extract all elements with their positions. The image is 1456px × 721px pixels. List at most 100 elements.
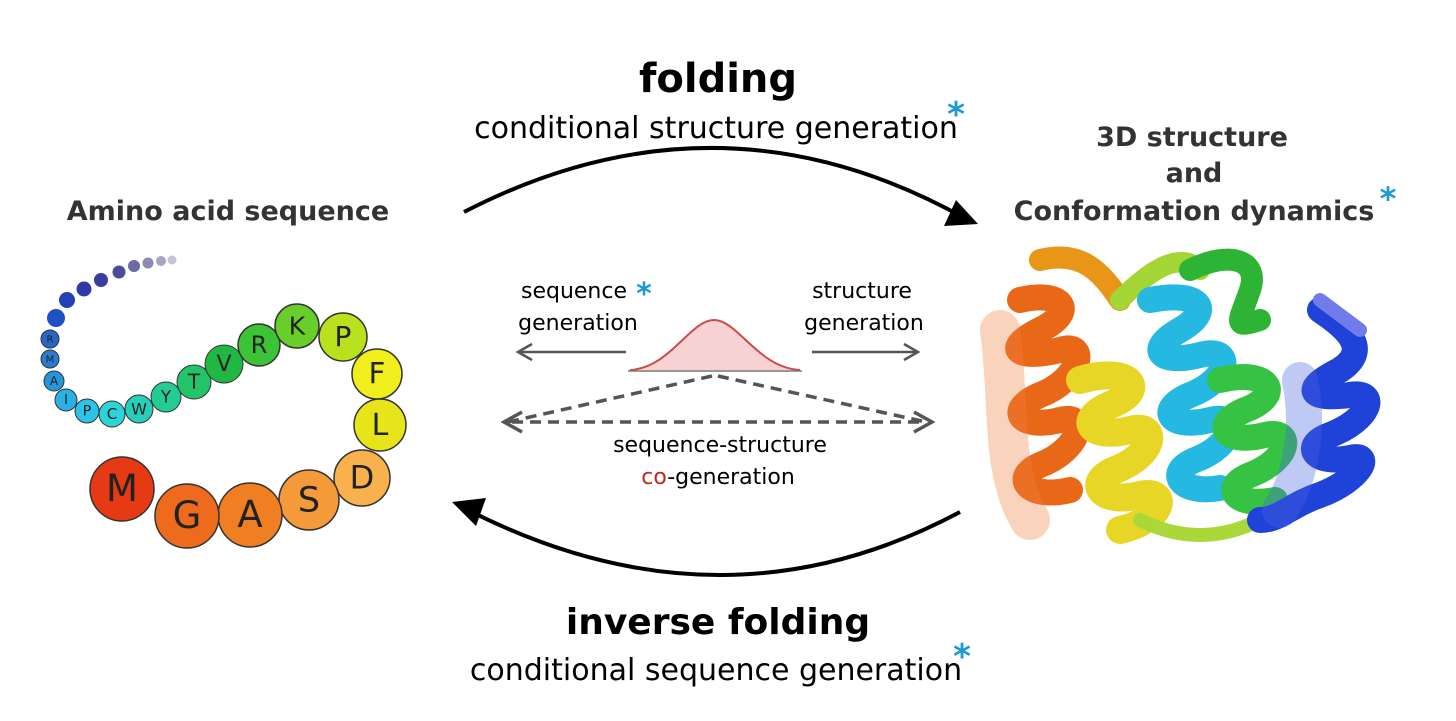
protein-ribbon-structure [980,246,1381,544]
folding-arrow-head [944,200,978,226]
residue-circle [204,344,244,384]
residue-letter: A [50,374,59,388]
cogen-left-head [500,410,523,434]
residue-bead: P [318,312,368,362]
residue-letter: T [187,369,201,393]
residue-circle [353,398,407,452]
residue-letter: K [289,311,306,340]
tail-bead [156,256,166,266]
structure-gen-line1: structure [812,279,912,304]
residue-circle [154,483,220,549]
tail-bead [59,292,75,308]
residue-letter: A [237,493,262,536]
right-title-line1: 3D structure [1096,122,1288,153]
residue-circle [124,394,154,424]
residue-letter: S [298,480,320,520]
residue-bead: K [274,303,320,349]
residue-letter: V [216,352,231,377]
residue-bead: A [43,370,65,392]
right-asterisk: * [1380,180,1397,218]
residue-bead: P [74,398,100,424]
residue-bead: T [176,364,212,400]
folding-arrow [463,146,969,222]
residue-letter: C [107,405,117,423]
residue-circle [40,329,60,349]
residue-letter: R [47,334,54,345]
residue-bead: C [98,400,126,428]
inverse-folding-arrow [463,506,961,577]
residue-letter: G [173,494,202,537]
tail-bead [94,273,108,287]
top-title: folding [639,56,797,102]
residue-circle [176,364,212,400]
cogen-rest: -generation [667,465,795,490]
residue-bead: V [204,344,244,384]
residue-bead: D [333,449,391,507]
residue-bead: Y [150,381,182,413]
left-title: Amino acid sequence [67,196,389,227]
residue-circle [318,312,368,362]
residue-circle [98,400,126,428]
right-title-line3: Conformation dynamics [1014,196,1375,227]
residue-circle [333,449,391,507]
residue-letter: M [106,467,138,510]
inverse-folding-arrow-head [452,498,486,526]
top-subtitle: conditional structure generation [474,111,958,146]
sequence-gen-line1: sequence [521,279,627,304]
tail-bead [76,281,92,297]
residue-letter: I [64,393,68,408]
residue-bead: G [154,483,220,549]
residue-letter: F [369,357,386,391]
residue-bead: F [351,348,403,400]
sequence-gen-arrow-head [515,342,533,362]
cogen-line1: sequence-structure [613,433,827,458]
residue-bead: M [89,456,155,522]
residue-bead: R [40,329,60,349]
bottom-title: inverse folding [566,602,870,643]
residue-bead: S [278,469,340,531]
bottom-subtitle: conditional sequence generation [470,653,962,688]
residue-circle [40,349,60,369]
structure-gen-line2: generation [804,311,924,336]
residue-bead: R [237,323,281,367]
distribution-curve-fill [630,320,800,370]
cogen-left-dashed [507,374,713,424]
residue-bead: I [54,388,78,412]
top-asterisk: * [947,95,965,135]
tail-bead [142,257,154,269]
bottom-asterisk: * [953,637,971,677]
structure-gen-arrow-head [903,342,921,362]
residue-circle [150,381,182,413]
residue-circle [237,323,281,367]
residue-letter: Y [160,388,172,408]
sequence-gen-line2: generation [518,311,638,336]
residue-bead: L [353,398,407,452]
residue-circle [43,370,65,392]
residue-letter: R [251,331,268,359]
residue-bead: W [124,394,154,424]
residue-bead: M [40,349,60,369]
residue-letter: W [131,399,147,418]
cogen-right-head [913,410,936,434]
tail-bead [47,309,65,327]
residue-letter: D [350,459,375,497]
sequence-gen-asterisk: * [636,277,652,312]
residue-circle [54,388,78,412]
residue-circle [274,303,320,349]
cogen-right-dashed [717,374,927,424]
tail-bead [167,255,177,265]
tail-bead [112,265,126,279]
cogen-line2: co-generation [641,465,795,490]
residue-letter: M [46,354,55,365]
distribution-curve [629,318,801,371]
right-title-line2: and [1166,158,1223,189]
residue-letter: P [83,404,91,420]
tail-bead [128,260,140,272]
cogen-co: co [641,465,667,490]
residue-circle [89,456,155,522]
residue-bead: A [217,482,283,548]
residue-letter: P [335,320,352,353]
